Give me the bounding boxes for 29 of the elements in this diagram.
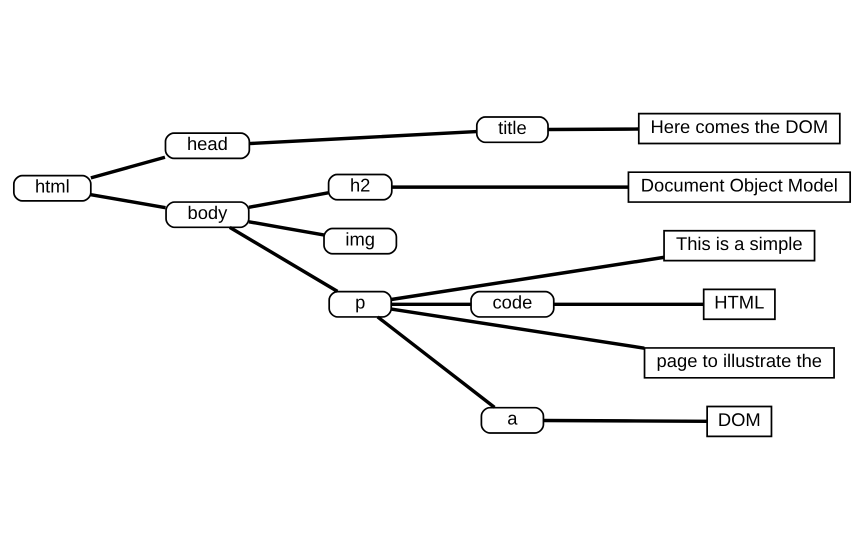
connector [228,225,338,292]
node-box: Document Object Model [628,170,852,202]
node-box: p [328,290,392,318]
connector [249,129,477,145]
connector [544,418,707,423]
connector [392,184,628,188]
node-box: DOM [706,405,772,437]
connector [554,302,704,306]
connector [548,126,638,131]
node-box: title [476,116,549,143]
node-box: h2 [328,173,393,200]
node-box: This is a simple [663,229,816,261]
node-box: HTML [702,288,776,320]
node-box: a [480,406,544,434]
connector [248,220,324,236]
node-box: page to illustrate the [644,346,835,378]
connector [376,315,496,408]
connector [391,302,471,306]
node-box: code [470,290,555,318]
node-box: html [12,174,92,202]
connector [248,190,328,208]
connector [390,255,664,301]
node-box: head [164,132,250,159]
node-box: Here comes the DOM [638,112,841,144]
connector [90,192,166,209]
connector [90,155,166,180]
node-box: body [165,200,250,228]
connector [390,306,645,350]
node-box: img [323,227,398,254]
